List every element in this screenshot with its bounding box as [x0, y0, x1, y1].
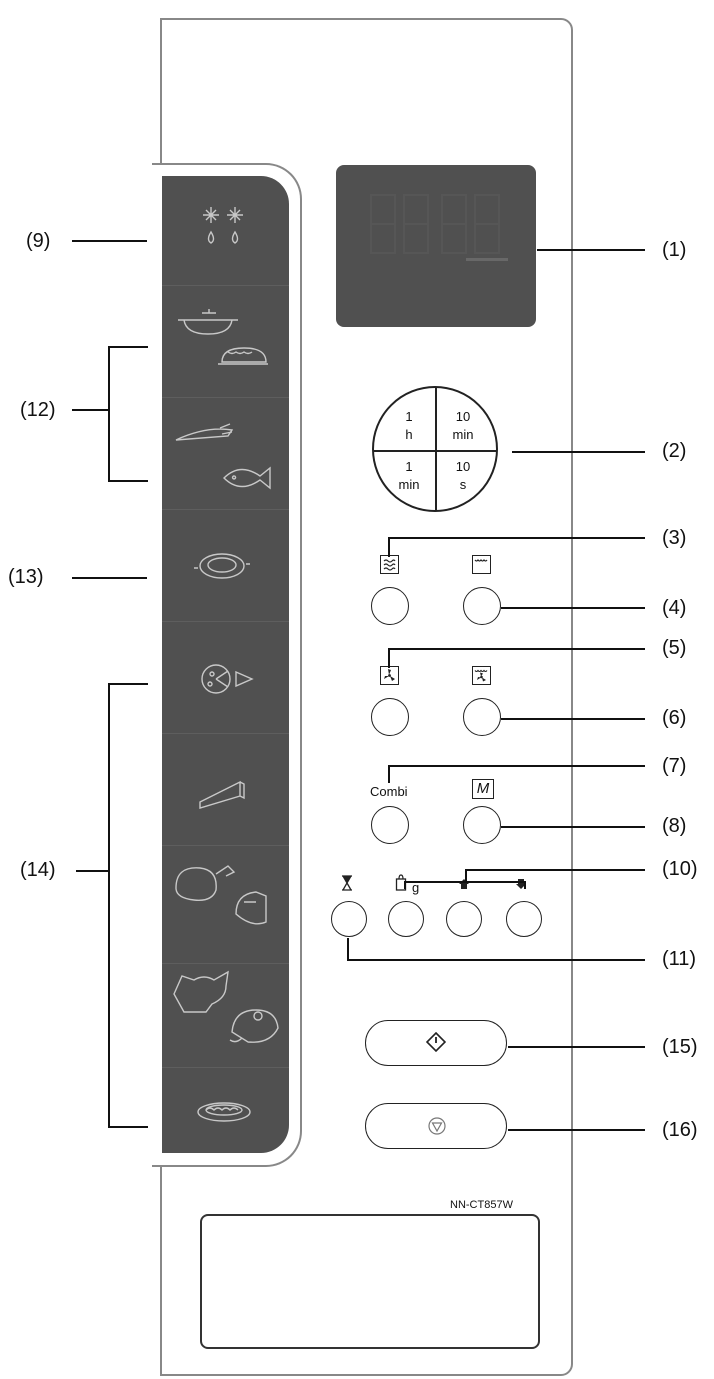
time-dial[interactable]: 1 h 10 min 1 min 10 s: [372, 386, 498, 512]
grill-convection-icon: [472, 666, 491, 685]
callout-11: (11): [662, 948, 697, 970]
start-icon: [426, 1032, 446, 1052]
grill-convection-button[interactable]: [463, 698, 501, 736]
lcd-display: [336, 165, 536, 327]
memory-button[interactable]: [463, 806, 501, 844]
model-number: NN-CT857W: [450, 1199, 513, 1211]
start-button[interactable]: [365, 1020, 507, 1066]
quiche-icon: [197, 1102, 251, 1122]
strip-item-cake[interactable]: [162, 734, 289, 846]
casserole-pie-icon: [178, 309, 268, 365]
stop-icon: [428, 1117, 446, 1135]
callout-12: (12): [20, 399, 56, 421]
auto-program-strip: [162, 176, 289, 1153]
stop-button[interactable]: [365, 1103, 507, 1149]
memory-label: M: [472, 779, 494, 799]
weight-button[interactable]: [388, 901, 424, 937]
defrost-icon: [203, 207, 243, 244]
strip-item-casserole[interactable]: [162, 286, 289, 398]
callout-13: (13): [8, 566, 44, 588]
callout-3: (3): [662, 527, 687, 549]
lamb-chicken-icon: [173, 970, 279, 1043]
display-segments: [370, 194, 500, 254]
strip-item-vegetables-fish[interactable]: [162, 398, 289, 510]
gratin-icon: [194, 553, 250, 579]
combi-label: Combi: [370, 784, 408, 799]
more-icon: [459, 879, 469, 889]
strip-item-lamb-chicken[interactable]: [162, 964, 289, 1068]
time-1h-button[interactable]: 1 h: [405, 409, 413, 442]
strip-item-defrost[interactable]: [162, 176, 289, 286]
pizza-icon: [201, 664, 254, 694]
callout-4: (4): [662, 597, 687, 619]
strip-item-gratin[interactable]: [162, 510, 289, 622]
grill-button[interactable]: [463, 587, 501, 625]
less-button[interactable]: [506, 901, 542, 937]
display-unit-marker: [466, 258, 508, 261]
strip-item-roast[interactable]: [162, 846, 289, 964]
time-10min-button[interactable]: 10 min: [452, 409, 474, 442]
callout-1: (1): [662, 239, 687, 261]
more-button[interactable]: [446, 901, 482, 937]
callout-6: (6): [662, 707, 687, 729]
time-10s-button[interactable]: 10 s: [455, 459, 471, 492]
callout-15: (15): [662, 1036, 698, 1058]
microwave-button[interactable]: [371, 587, 409, 625]
timer-hourglass-icon: [341, 875, 353, 891]
cake-slice-icon: [199, 780, 245, 809]
strip-item-pizza[interactable]: [162, 622, 289, 734]
microwave-icon: [380, 555, 399, 574]
vegetable-fish-icon: [175, 423, 271, 490]
combi-button[interactable]: [371, 806, 409, 844]
callout-7: (7): [662, 755, 687, 777]
callout-10: (10): [662, 858, 698, 880]
callout-5: (5): [662, 637, 687, 659]
callout-9: (9): [26, 230, 51, 252]
door-release-window: [200, 1214, 540, 1349]
strip-icons: [173, 207, 279, 1122]
grill-icon: [472, 555, 491, 574]
roast-meat-icon: [175, 865, 267, 925]
callout-16: (16): [662, 1119, 698, 1141]
convection-icon: [380, 666, 399, 685]
weight-unit-label: g: [412, 880, 420, 895]
timer-button[interactable]: [331, 901, 367, 937]
callout-2: (2): [662, 440, 687, 462]
callout-14: (14): [20, 859, 56, 881]
convection-button[interactable]: [371, 698, 409, 736]
time-1min-button[interactable]: 1 min: [398, 459, 420, 492]
callout-8: (8): [662, 815, 687, 837]
